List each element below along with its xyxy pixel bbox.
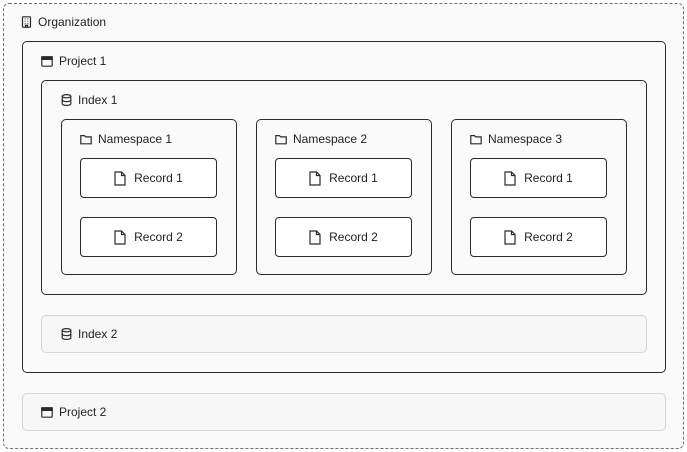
record-card[interactable]: Record 1 xyxy=(470,158,607,198)
namespace-header: Namespace 3 xyxy=(470,132,562,146)
record-label: Record 2 xyxy=(134,230,183,244)
building-icon xyxy=(21,16,32,28)
document-icon xyxy=(309,229,321,245)
index-label: Index 2 xyxy=(78,327,118,341)
record-label: Record 2 xyxy=(524,230,573,244)
record-card[interactable]: Record 2 xyxy=(80,217,217,257)
namespace-header: Namespace 2 xyxy=(275,132,367,146)
document-icon xyxy=(114,229,126,245)
folder-icon xyxy=(80,134,92,145)
organization-header: Organization xyxy=(21,15,106,29)
record-label: Record 1 xyxy=(524,171,573,185)
index-container-collapsed[interactable] xyxy=(41,315,647,353)
database-icon xyxy=(61,94,72,106)
folder-icon xyxy=(275,134,287,145)
record-label: Record 1 xyxy=(134,171,183,185)
document-icon xyxy=(504,170,516,186)
namespace-label: Namespace 3 xyxy=(488,132,563,146)
window-icon xyxy=(41,55,53,67)
namespace-header: Namespace 1 xyxy=(80,132,172,146)
project-header: Project 2 xyxy=(41,405,106,419)
project-label: Project 1 xyxy=(59,54,107,68)
record-card[interactable]: Record 1 xyxy=(80,158,217,198)
project-header: Project 1 xyxy=(41,54,106,68)
record-card[interactable]: Record 2 xyxy=(470,217,607,257)
document-icon xyxy=(504,229,516,245)
record-label: Record 1 xyxy=(329,171,378,185)
record-card[interactable]: Record 1 xyxy=(275,158,412,198)
index-header: Index 1 xyxy=(61,93,117,107)
project-container-collapsed[interactable] xyxy=(22,393,666,431)
namespace-label: Namespace 2 xyxy=(293,132,368,146)
index-header: Index 2 xyxy=(61,327,117,341)
database-icon xyxy=(61,328,72,340)
namespace-label: Namespace 1 xyxy=(98,132,173,146)
index-label: Index 1 xyxy=(78,93,118,107)
record-label: Record 2 xyxy=(329,230,378,244)
record-card[interactable]: Record 2 xyxy=(275,217,412,257)
organization-label: Organization xyxy=(38,15,107,29)
project-label: Project 2 xyxy=(59,405,107,419)
window-icon xyxy=(41,406,53,418)
folder-icon xyxy=(470,134,482,145)
document-icon xyxy=(114,170,126,186)
document-icon xyxy=(309,170,321,186)
